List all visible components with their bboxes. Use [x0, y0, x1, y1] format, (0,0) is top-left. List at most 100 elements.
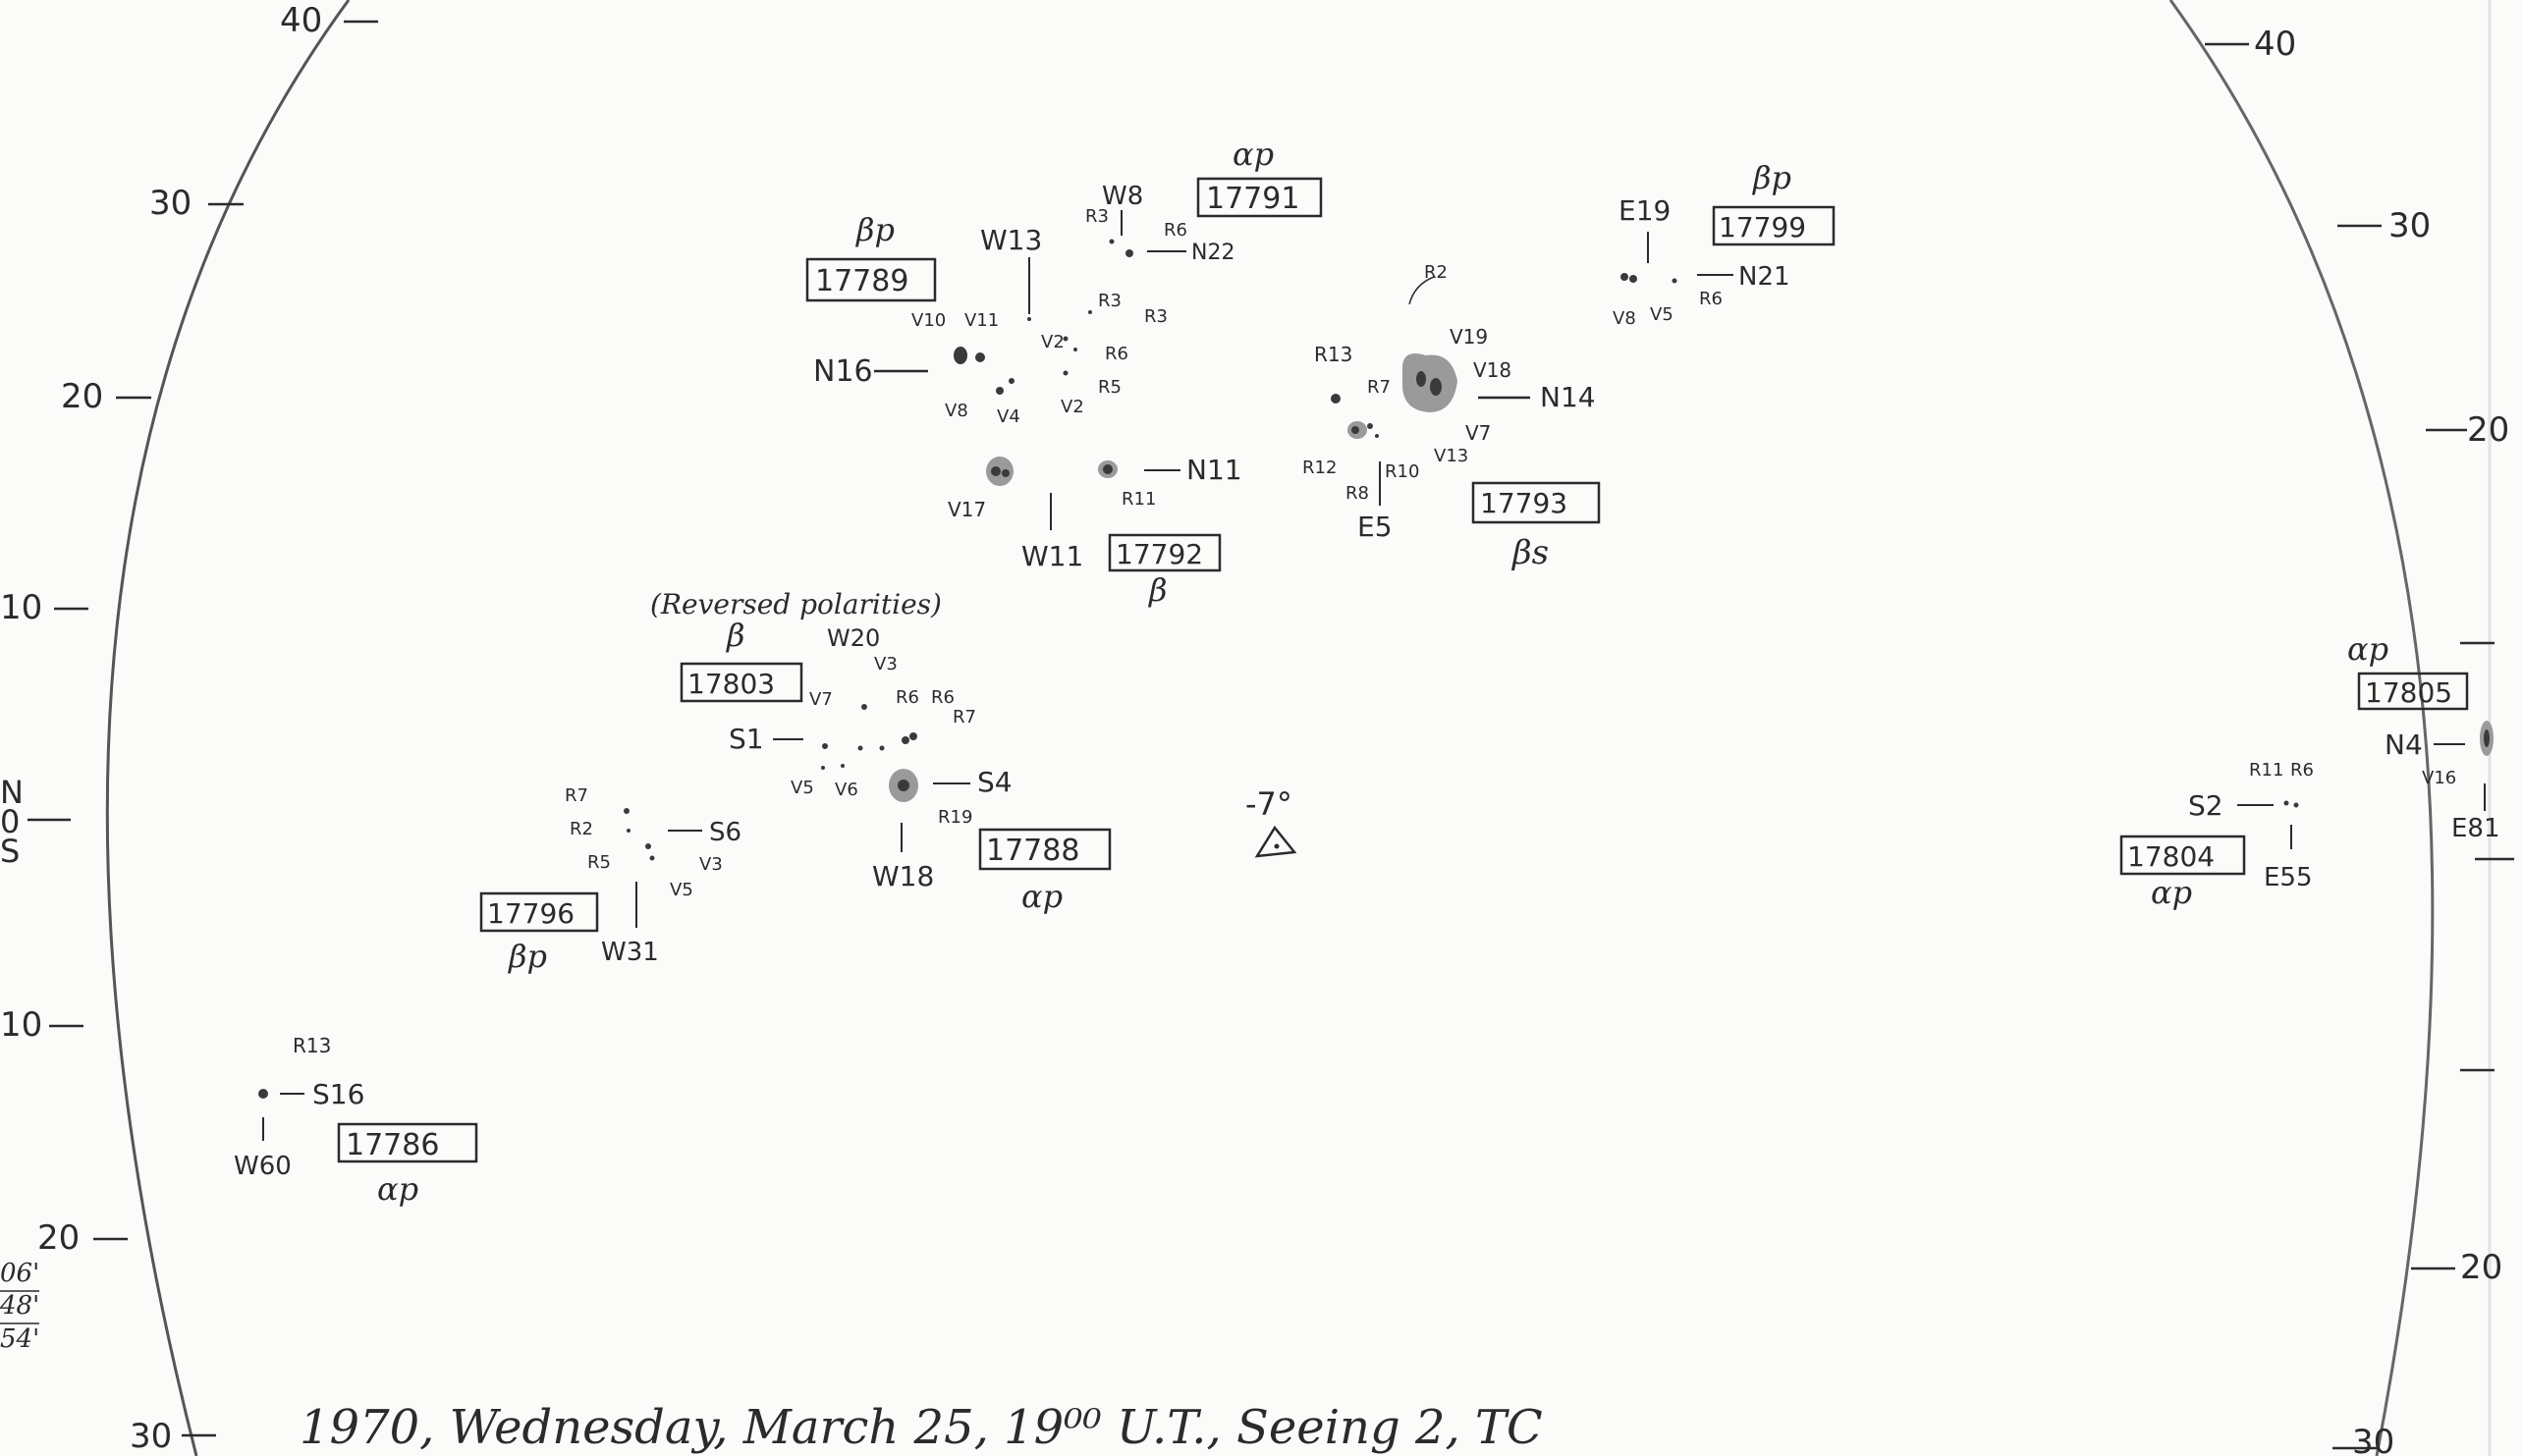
spot-note: R6 — [931, 687, 955, 708]
spot-note: R7 — [953, 707, 976, 728]
sunspot — [1620, 273, 1628, 281]
tick-label: 20 — [37, 1218, 80, 1258]
region-box — [1196, 177, 1323, 218]
region-class: β — [726, 617, 745, 654]
spot-note: R3 — [1085, 206, 1109, 227]
center-angle-label: -7° — [1245, 785, 1292, 823]
tick-label: 30 — [149, 184, 192, 223]
spot-note: R7 — [1367, 377, 1391, 398]
tick-label: 10 — [0, 588, 42, 627]
sunspot — [1109, 239, 1115, 244]
drawing-caption: 1970, Wednesday, March 25, 19⁰⁰ U.T., Se… — [300, 1400, 1543, 1455]
region-longitude: W31 — [601, 938, 659, 967]
spot-note: R6 — [1105, 344, 1128, 364]
region-class: βp — [508, 938, 547, 975]
spot-note: R6 — [896, 687, 919, 708]
solar-limb-right — [2168, 0, 2435, 1456]
spot-note: V3 — [699, 854, 723, 875]
spot-note: R11 — [2249, 760, 2283, 781]
spot-note: R13 — [293, 1034, 331, 1057]
sunspot — [822, 743, 828, 749]
sunspot — [909, 732, 917, 740]
region-number: 17804 — [2127, 840, 2215, 873]
leader-line — [1408, 276, 1435, 305]
tick-label: 20 — [61, 377, 103, 416]
tick-label: 10 — [0, 1005, 42, 1045]
spot-note: V11 — [964, 310, 999, 331]
region-box — [1712, 205, 1836, 246]
spot-note: V17 — [948, 498, 986, 521]
region-number: 17789 — [815, 264, 908, 298]
region-17796: 17796 βp W31 S6 R7 R2 R5 V3 V5 — [479, 785, 741, 975]
region-longitude: W13 — [980, 224, 1042, 256]
tick-label: 40 — [280, 1, 322, 40]
sunspot — [1088, 310, 1092, 314]
center-marker: -7° — [1245, 785, 1297, 858]
region-longitude: W8 — [1102, 182, 1143, 211]
sunspot — [258, 1089, 268, 1099]
spot-note: V18 — [1473, 358, 1511, 382]
region-class: βs — [1510, 533, 1549, 572]
region-latitude: S4 — [977, 766, 1013, 798]
region-class: αp — [2347, 630, 2388, 668]
sunspot — [857, 745, 863, 751]
region-box — [2357, 672, 2469, 711]
region-box — [805, 257, 937, 302]
tick-label: 30 — [2352, 1423, 2394, 1456]
tick-label: 30 — [2388, 206, 2431, 245]
region-longitude: W20 — [827, 624, 880, 652]
region-box — [978, 828, 1112, 871]
region-box — [1471, 481, 1601, 524]
sunspot — [1331, 394, 1341, 404]
right-latitude-ticks — [2205, 42, 2495, 1450]
region-longitude: E55 — [2264, 863, 2313, 892]
region-number: 17805 — [2365, 676, 2452, 709]
sunspot — [1672, 278, 1677, 284]
region-box — [680, 662, 803, 703]
sunspot — [954, 347, 967, 364]
region-box — [1108, 533, 1222, 572]
region-17791: 17791 αp W8 N22 R3 R6 — [1085, 135, 1323, 265]
corner-notes: 06' 48' 54' — [0, 1259, 39, 1354]
region-17805: αp 17805 N4 E81 V16 — [2347, 630, 2500, 843]
sunspot — [2293, 802, 2299, 808]
region-number: 17788 — [986, 834, 1079, 868]
left-latitude-ticks — [49, 20, 378, 1437]
spot-note: R3 — [1098, 291, 1122, 311]
region-latitude: N4 — [2385, 728, 2423, 761]
region-number: 17803 — [687, 668, 775, 700]
region-latitude: N22 — [1191, 241, 1234, 265]
sunspot — [1351, 426, 1359, 434]
spot-note: V7 — [809, 689, 833, 710]
sunspot — [1009, 378, 1015, 384]
spot-note: R11 — [1122, 489, 1156, 510]
region-longitude: W11 — [1021, 540, 1083, 572]
equator-marks: N 0 S — [0, 774, 2514, 870]
region-number: 17793 — [1480, 487, 1567, 519]
sunspot — [861, 704, 867, 710]
spot-note: V16 — [2422, 768, 2456, 788]
sunspot — [1002, 469, 1010, 477]
region-latitude: S2 — [2188, 789, 2223, 822]
region-class: βp — [1752, 159, 1791, 196]
spot-note: V13 — [1434, 446, 1468, 466]
sunspot — [821, 766, 825, 770]
region-17786: 17786 αp W60 S16 R13 — [234, 1034, 478, 1208]
spot-note: R5 — [587, 852, 611, 873]
sunspot — [1629, 275, 1637, 283]
sunspot — [1416, 371, 1426, 387]
region-class: αp — [2151, 874, 2192, 911]
corner-note: 48' — [0, 1291, 39, 1321]
region-17792: 17792 β W11 N11 V17 R11 — [948, 454, 1242, 609]
sunspot — [2283, 800, 2289, 806]
sunspot — [1375, 434, 1379, 438]
south-label: S — [0, 833, 20, 870]
region-class: βp — [855, 211, 895, 248]
sunspot — [649, 855, 655, 861]
spot-note: V5 — [670, 880, 693, 900]
center-triangle-icon — [1254, 825, 1297, 858]
region-latitude: N14 — [1540, 381, 1596, 413]
region-number: 17791 — [1206, 182, 1299, 216]
spot-note: R2 — [1424, 262, 1448, 283]
